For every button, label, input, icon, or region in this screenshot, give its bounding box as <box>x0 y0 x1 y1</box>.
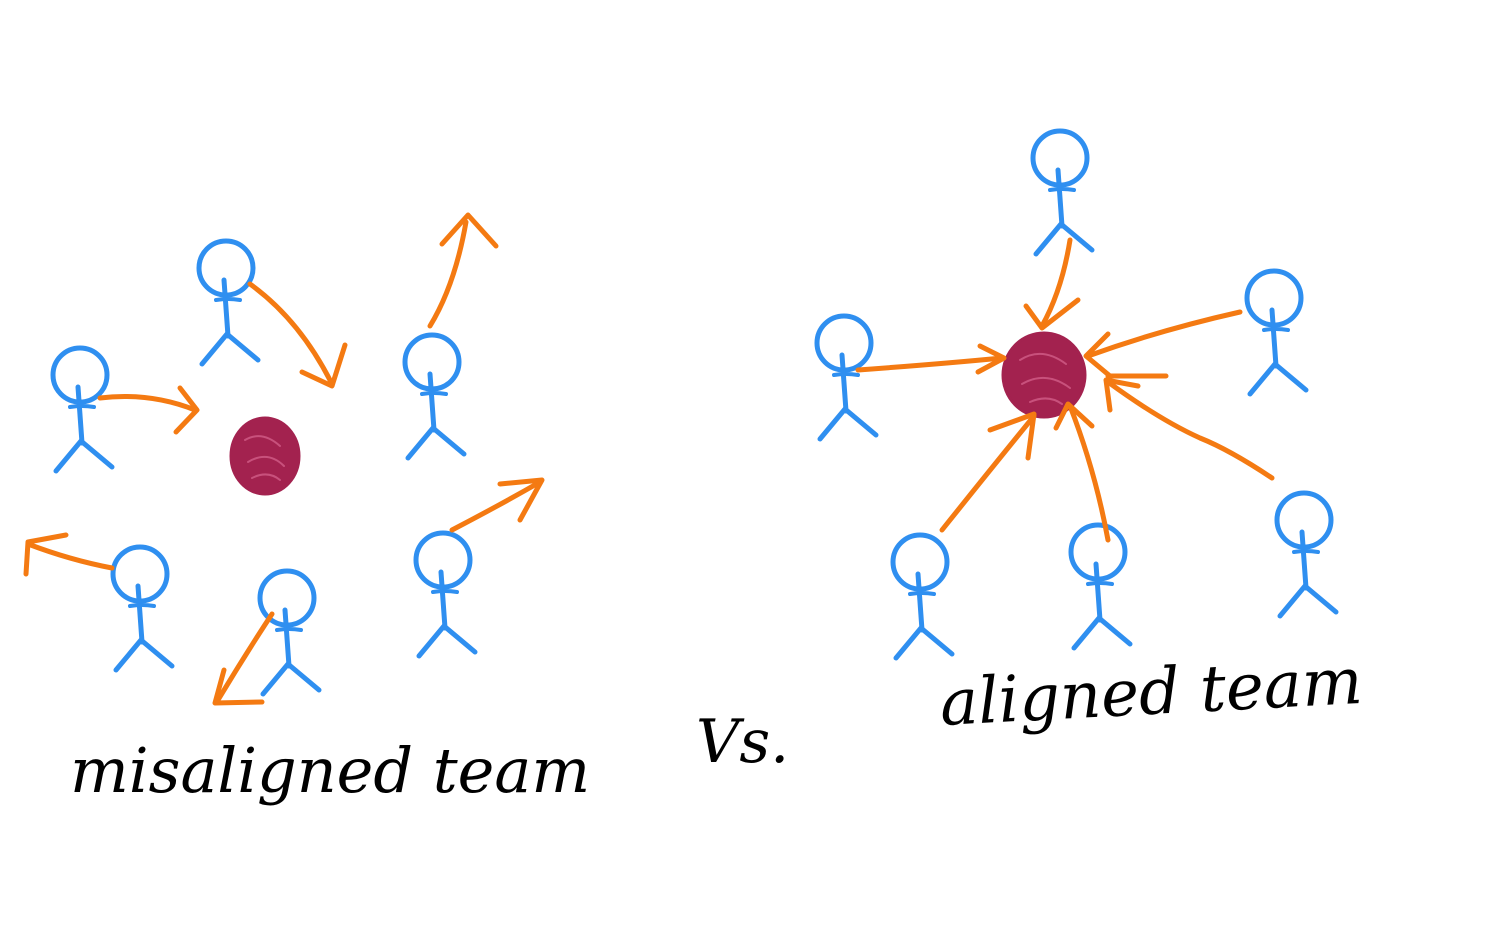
arrow-icon <box>939 411 1037 533</box>
stick-figure-icon <box>53 348 112 471</box>
misaligned-team-label: misaligned team <box>70 734 591 807</box>
arrow-icon <box>1053 401 1111 543</box>
arrow-icon <box>1103 377 1275 481</box>
stick-figure-icon <box>817 316 876 439</box>
stick-figure-icon <box>405 335 464 458</box>
stick-figure-icon <box>1033 131 1092 254</box>
arrow-icon <box>97 385 200 435</box>
stick-figure-icon <box>1247 271 1306 394</box>
stick-figure-icon <box>260 571 319 694</box>
goal-dot-icon <box>229 416 301 496</box>
stick-figure-icon <box>1277 493 1336 616</box>
stick-figure-icon <box>416 533 475 656</box>
arrow-icon <box>1023 237 1081 331</box>
arrow-icon <box>212 611 275 706</box>
arrow-icon <box>23 532 115 577</box>
arrow-icon <box>247 281 348 389</box>
misaligned-team-group <box>23 212 545 706</box>
stick-figure-icon <box>113 547 172 670</box>
stick-figure-icon <box>1071 525 1130 648</box>
stick-figure-icon <box>893 535 952 658</box>
versus-label: Vs. <box>696 707 790 777</box>
arrow-icon <box>449 477 545 533</box>
arrow-icon <box>1083 309 1243 379</box>
stick-figure-icon <box>199 241 258 364</box>
aligned-team-group <box>817 131 1336 658</box>
goal-dot-icon <box>1001 331 1087 419</box>
arrow-icon <box>427 212 499 329</box>
arrow-icon <box>855 343 1007 375</box>
